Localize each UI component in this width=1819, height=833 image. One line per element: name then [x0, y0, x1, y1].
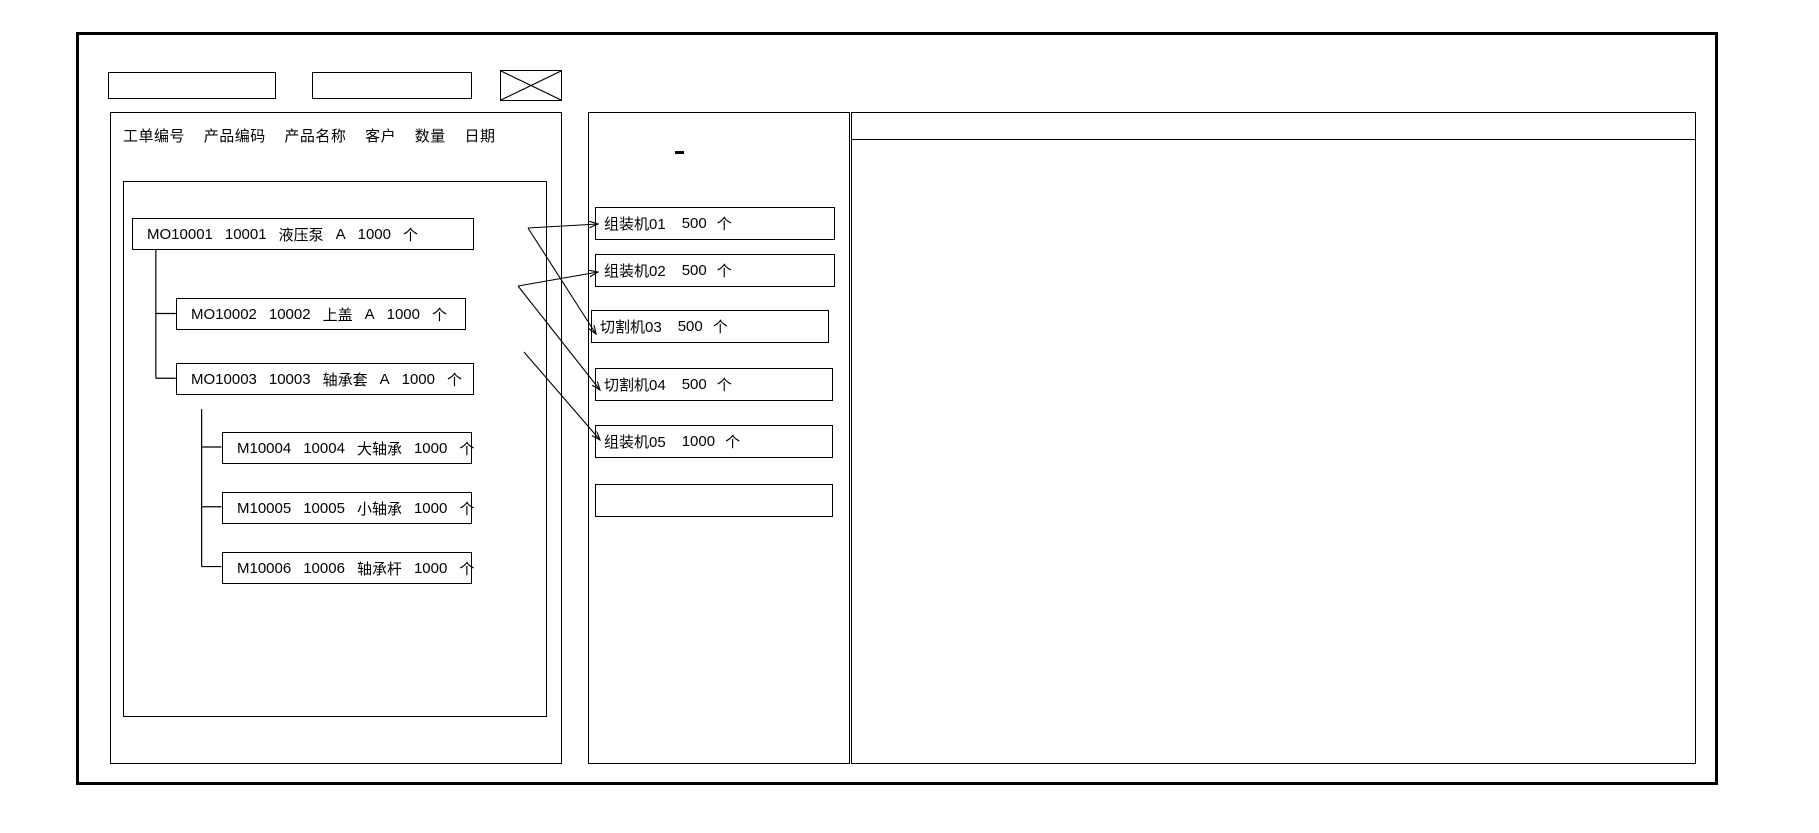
row-product-name: 小轴承 [356, 500, 402, 518]
row-customer: A [335, 225, 346, 243]
toolbar-box-1[interactable] [108, 72, 276, 99]
row-unit: 个 [459, 500, 475, 518]
row-product-name: 轴承套 [322, 371, 368, 389]
machine-unit: 个 [725, 434, 741, 451]
tree-row[interactable]: M10006 10006 轴承杆 1000 个 [222, 552, 475, 584]
column-header-date: 日期 [464, 128, 496, 145]
row-product-code: 10002 [268, 305, 311, 323]
row-qty: 1000 [357, 225, 391, 243]
row-product-code: 10005 [303, 499, 345, 517]
row-product-code: 10003 [268, 370, 311, 388]
row-order-no: M10004 [237, 439, 292, 457]
row-qty: 1000 [401, 370, 435, 388]
marker-dash-icon [675, 151, 684, 154]
machine-card-empty[interactable] [595, 484, 833, 517]
row-unit: 个 [459, 440, 475, 458]
row-order-no: M10006 [237, 559, 292, 577]
row-order-no: MO10003 [191, 370, 257, 388]
column-header-product-name: 产品名称 [284, 128, 347, 145]
machine-unit: 个 [716, 216, 732, 233]
column-header-row: 工单编号 产品编码 产品名称 客户 数量 日期 [123, 125, 509, 146]
machine-name: 切割机04 [604, 377, 666, 394]
tree-row[interactable]: MO10002 10002 上盖 A 1000 个 [176, 298, 466, 330]
machine-unit: 个 [716, 377, 732, 394]
row-product-code: 10001 [224, 225, 267, 243]
row-customer: A [364, 305, 375, 323]
tree-row[interactable]: MO10003 10003 轴承套 A 1000 个 [176, 363, 474, 395]
row-qty: 1000 [386, 305, 420, 323]
row-product-code: 10006 [303, 559, 345, 577]
machine-name: 切割机03 [600, 319, 662, 336]
row-customer: A [379, 370, 390, 388]
row-qty: 1000 [413, 499, 448, 517]
row-product-name: 轴承杆 [356, 560, 402, 578]
machine-schedule-panel: 组装机01 500 个 组装机02 500 个 切割机03 500 个 切割机0… [588, 112, 850, 764]
tree-row[interactable]: M10005 10005 小轴承 1000 个 [222, 492, 475, 524]
row-qty: 1000 [413, 439, 448, 457]
column-header-product-code: 产品编码 [203, 128, 266, 145]
row-product-code: 10004 [303, 439, 345, 457]
machine-unit: 个 [712, 319, 728, 336]
machine-card[interactable]: 切割机04 500 个 [595, 368, 833, 401]
machine-name: 组装机01 [604, 216, 666, 233]
machine-qty: 500 [677, 318, 703, 335]
row-product-name: 上盖 [322, 306, 353, 324]
row-order-no: MO10001 [147, 225, 213, 243]
detail-panel-header-divider [852, 139, 1695, 140]
row-order-no: M10005 [237, 499, 292, 517]
work-order-panel: 工单编号 产品编码 产品名称 客户 数量 日期 MO10001 [110, 112, 562, 764]
machine-qty: 500 [681, 215, 707, 232]
machine-card[interactable]: 组装机01 500 个 [595, 207, 835, 240]
tree-row[interactable]: M10004 10004 大轴承 1000 个 [222, 432, 475, 464]
row-unit: 个 [447, 371, 463, 389]
machine-card[interactable]: 切割机03 500 个 [591, 310, 829, 343]
machine-name: 组装机02 [604, 263, 666, 280]
row-qty: 1000 [413, 559, 448, 577]
machine-card[interactable]: 组装机05 1000 个 [595, 425, 833, 458]
machine-card[interactable]: 组装机02 500 个 [595, 254, 835, 287]
image-placeholder-icon[interactable] [500, 70, 562, 101]
row-order-no: MO10002 [191, 305, 257, 323]
toolbar-box-2[interactable] [312, 72, 472, 99]
machine-unit: 个 [716, 263, 732, 280]
row-product-name: 液压泵 [278, 226, 324, 244]
work-order-tree: MO10001 10001 液压泵 A 1000 个 MO10002 10002… [123, 181, 547, 717]
row-unit: 个 [403, 226, 419, 244]
tree-row[interactable]: MO10001 10001 液压泵 A 1000 个 [132, 218, 474, 250]
column-header-customer: 客户 [365, 128, 397, 145]
detail-panel [851, 112, 1696, 764]
machine-qty: 500 [681, 262, 707, 279]
column-header-qty: 数量 [414, 128, 446, 145]
machine-qty: 500 [681, 376, 707, 393]
machine-qty: 1000 [681, 433, 716, 450]
row-unit: 个 [432, 306, 448, 324]
row-product-name: 大轴承 [356, 440, 402, 458]
machine-name: 组装机05 [604, 434, 666, 451]
row-unit: 个 [459, 560, 475, 578]
column-header-order-no: 工单编号 [123, 128, 186, 145]
